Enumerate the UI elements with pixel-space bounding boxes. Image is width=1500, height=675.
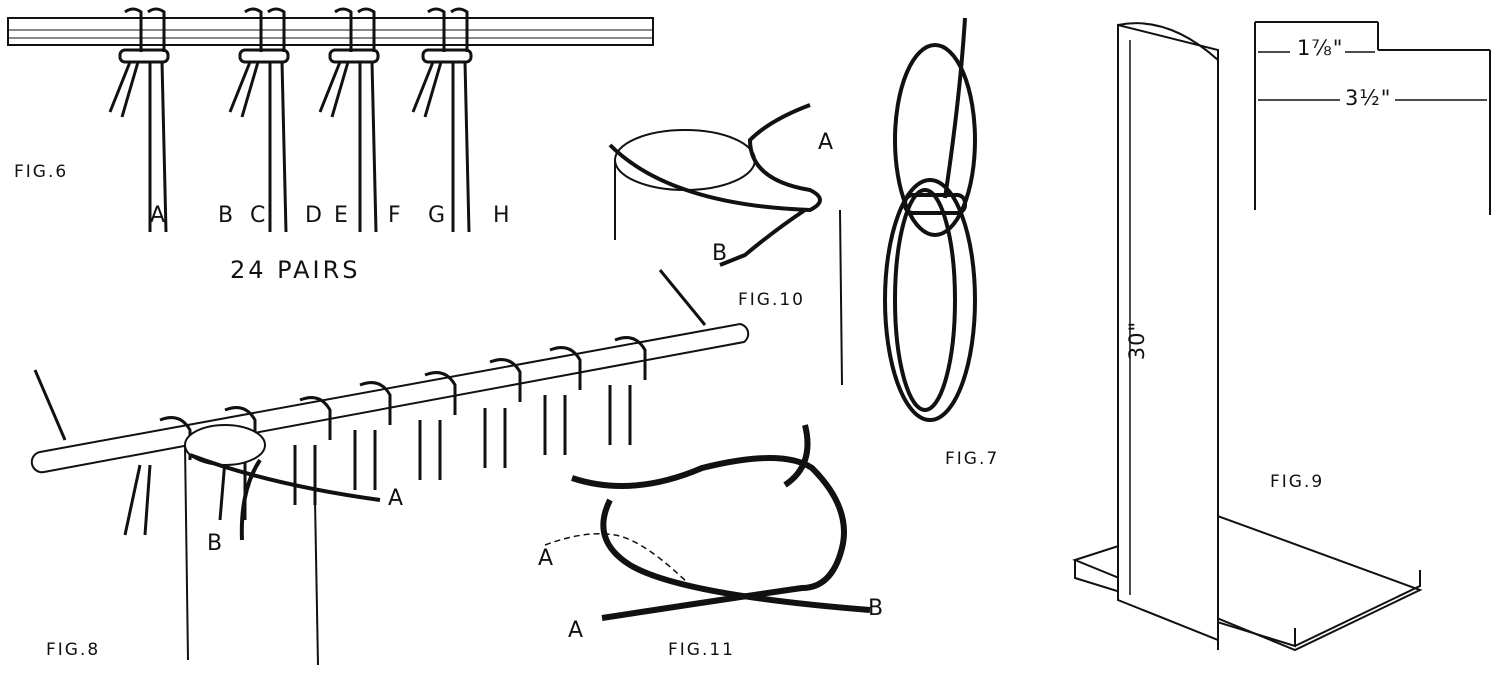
fig8-label-a: A <box>388 486 405 511</box>
fig6-label-d: D <box>305 203 323 228</box>
fig6-label-b: B <box>218 203 235 228</box>
fig6-label-a: A <box>150 203 167 228</box>
fig6-rod <box>7 17 654 46</box>
fig11-label-a-lower: A <box>568 618 585 643</box>
fig9-dim-long: 3½" <box>1345 86 1392 110</box>
fig6-label-h: H <box>493 203 511 228</box>
fig10-caption: FIG.10 <box>738 290 806 310</box>
fig10-label-b: B <box>712 241 729 266</box>
fig6-label-f: F <box>388 203 402 228</box>
fig11-label-a-upper: A <box>538 546 555 571</box>
fig7-caption: FIG.7 <box>945 449 1000 469</box>
fig9-dim-short: 1⅞" <box>1297 36 1344 60</box>
fig8-caption: FIG.8 <box>46 640 101 660</box>
fig10-label-a: A <box>818 130 835 155</box>
fig6-caption: FIG.6 <box>14 162 69 182</box>
fig6-knots <box>108 7 473 233</box>
fig6-label-g: G <box>428 203 447 228</box>
fig9-caption: FIG.9 <box>1270 472 1325 492</box>
fig11-caption: FIG.11 <box>668 640 736 660</box>
fig8-label-b: B <box>207 531 224 556</box>
fig11-label-b: B <box>868 596 885 621</box>
fig6-note: 24 PAIRS <box>230 256 361 284</box>
fig10-drawing <box>608 103 843 386</box>
fig9-board <box>1072 21 1491 652</box>
fig7-coil <box>883 17 977 422</box>
fig8-rod <box>30 269 750 666</box>
fig9-dim-height: 30" <box>1125 320 1150 361</box>
fig6-label-e: E <box>334 203 349 228</box>
fig11-knot <box>544 424 871 621</box>
fig6-label-c: C <box>250 203 267 228</box>
